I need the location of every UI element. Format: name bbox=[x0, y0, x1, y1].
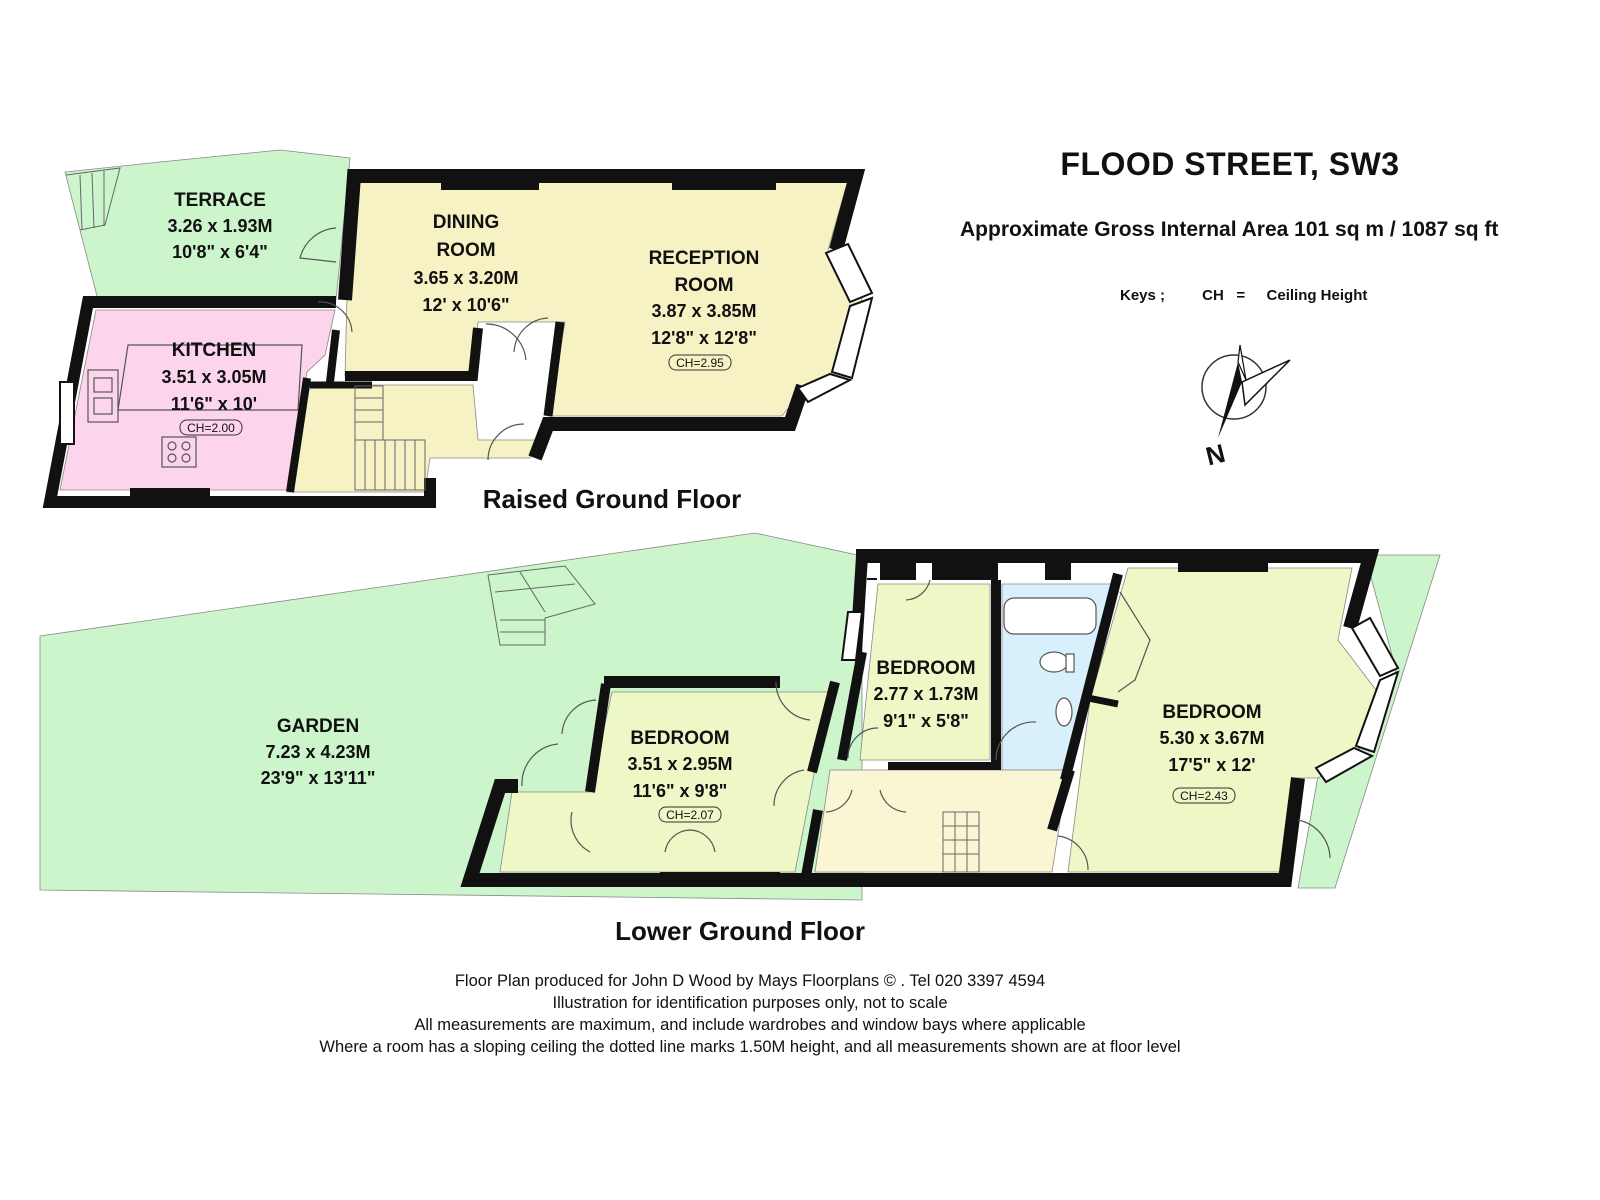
lower-stairs bbox=[942, 811, 980, 873]
room-metric: 3.65 x 3.20M bbox=[413, 268, 518, 288]
label-kitchen: KITCHEN 3.51 x 3.05M 11'6" x 10' CH=2.00 bbox=[161, 340, 267, 436]
terrace-steps bbox=[65, 167, 121, 231]
bedroom-small-area bbox=[859, 583, 991, 761]
floor-label-lower: Lower Ground Floor bbox=[615, 916, 865, 946]
room-metric: 2.77 x 1.73M bbox=[873, 684, 978, 704]
bathroom-fittings bbox=[1003, 597, 1097, 727]
bath-icon bbox=[1003, 597, 1097, 635]
room-imperial: 10'8" x 6'4" bbox=[172, 242, 268, 262]
label-terrace: TERRACE 3.26 x 1.93M 10'8" x 6'4" bbox=[167, 190, 272, 262]
room-name: ROOM bbox=[436, 240, 495, 261]
ceiling-height-badge: CH=2.43 bbox=[1180, 789, 1228, 803]
footer-line: Illustration for identification purposes… bbox=[552, 994, 948, 1012]
label-dining-room: DINING ROOM 3.65 x 3.20M 12' x 10'6" bbox=[413, 212, 518, 315]
floor-label-raised: Raised Ground Floor bbox=[482, 484, 742, 514]
walls bbox=[42, 169, 1380, 887]
sink-icon bbox=[87, 369, 119, 423]
keys-equals: = bbox=[1236, 287, 1246, 304]
room-imperial: 11'6" x 10' bbox=[171, 394, 257, 414]
keys-meaning: Ceiling Height bbox=[1266, 287, 1368, 304]
room-imperial: 12' x 10'6" bbox=[422, 295, 509, 315]
kitchen-fittings bbox=[87, 344, 303, 468]
stair-hall-area bbox=[286, 384, 539, 493]
ceiling-height-badge: CH=2.00 bbox=[187, 421, 235, 435]
room-metric: 5.30 x 3.67M bbox=[1159, 728, 1264, 748]
room-metric: 3.26 x 1.93M bbox=[167, 216, 272, 236]
basin-icon bbox=[1055, 697, 1073, 727]
room-name: BEDROOM bbox=[630, 728, 729, 749]
bay-windows bbox=[59, 242, 1400, 784]
lower-hall-area bbox=[814, 769, 1069, 873]
hob-icon bbox=[161, 436, 197, 468]
room-imperial: 17'5" x 12' bbox=[1168, 755, 1255, 775]
room-name: TERRACE bbox=[174, 190, 266, 211]
doors bbox=[299, 227, 1331, 871]
room-metric: 3.51 x 3.05M bbox=[161, 367, 266, 387]
room-name: BEDROOM bbox=[1162, 702, 1261, 723]
property-title: FLOOD STREET, SW3 bbox=[1060, 146, 1400, 182]
raised-stairs bbox=[354, 385, 426, 491]
gross-internal-area: Approximate Gross Internal Area 101 sq m… bbox=[960, 218, 1499, 241]
footer-line: Floor Plan produced for John D Wood by M… bbox=[454, 972, 1046, 990]
room-imperial: 9'1" x 5'8" bbox=[883, 711, 969, 731]
room-imperial: 23'9" x 13'11" bbox=[261, 768, 376, 788]
room-name: DINING bbox=[433, 212, 500, 233]
footer-line: All measurements are maximum, and includ… bbox=[414, 1016, 1086, 1034]
keys-label: Keys ; bbox=[1120, 287, 1166, 304]
room-metric: 3.87 x 3.85M bbox=[651, 301, 756, 321]
bedroom-large-area bbox=[1067, 567, 1377, 873]
label-reception-room: RECEPTION ROOM 3.87 x 3.85M 12'8" x 12'8… bbox=[649, 248, 760, 371]
room-metric: 7.23 x 4.23M bbox=[265, 742, 370, 762]
compass-icon: N bbox=[1201, 344, 1291, 472]
room-name: RECEPTION bbox=[649, 248, 760, 269]
toilet-icon bbox=[1039, 651, 1069, 673]
keys-legend: Keys ; CH = Ceiling Height bbox=[1120, 287, 1367, 304]
room-name: BEDROOM bbox=[876, 658, 975, 679]
label-bedroom-large: BEDROOM 5.30 x 3.67M 17'5" x 12' CH=2.43 bbox=[1159, 702, 1265, 804]
ceiling-height-badge: CH=2.07 bbox=[666, 808, 714, 822]
room-name: GARDEN bbox=[277, 716, 359, 737]
room-metric: 3.51 x 2.95M bbox=[627, 754, 732, 774]
ceiling-height-badge: CH=2.95 bbox=[676, 356, 724, 370]
compass-north-label: N bbox=[1203, 438, 1228, 472]
kitchen-area bbox=[59, 309, 336, 491]
footer-line: Where a room has a sloping ceiling the d… bbox=[319, 1038, 1181, 1056]
keys-code: CH bbox=[1202, 287, 1224, 304]
label-bedroom-mid: BEDROOM 3.51 x 2.95M 11'6" x 9'8" CH=2.0… bbox=[627, 728, 733, 823]
room-name: KITCHEN bbox=[172, 340, 256, 361]
label-bedroom-small: BEDROOM 2.77 x 1.73M 9'1" x 5'8" bbox=[873, 658, 978, 731]
footer-notes: Floor Plan produced for John D Wood by M… bbox=[200, 970, 1300, 1058]
room-imperial: 11'6" x 9'8" bbox=[633, 781, 728, 801]
lower-ground-floor bbox=[39, 532, 1441, 901]
room-name: ROOM bbox=[674, 275, 733, 296]
label-garden: GARDEN 7.23 x 4.23M 23'9" x 13'11" bbox=[261, 716, 376, 788]
room-imperial: 12'8" x 12'8" bbox=[651, 328, 757, 348]
garden-steps bbox=[487, 565, 596, 646]
